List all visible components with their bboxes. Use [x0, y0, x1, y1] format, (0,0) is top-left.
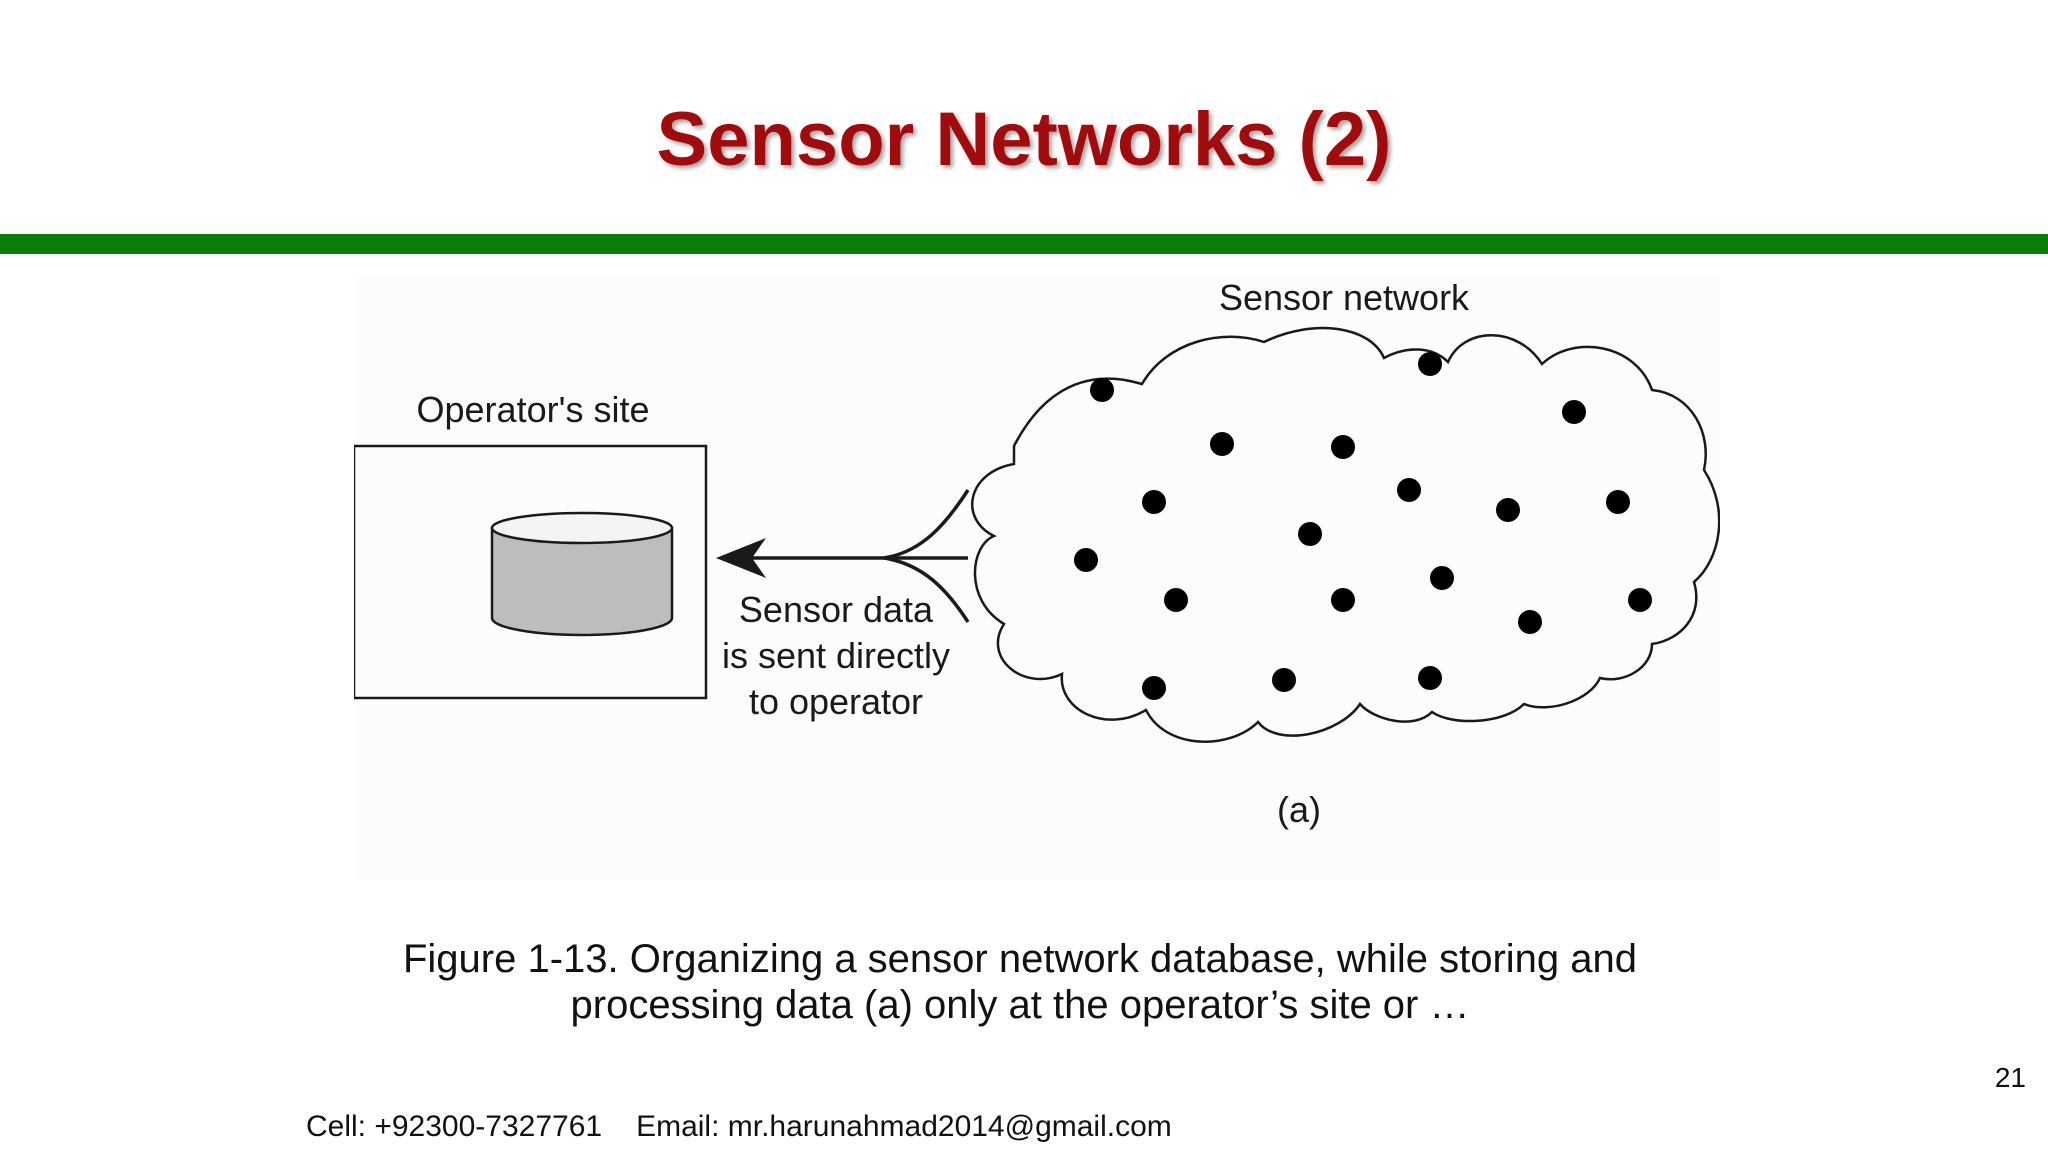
sensor-node: [1090, 378, 1114, 402]
footer-cell: Cell: +92300-7327761: [306, 1110, 603, 1143]
arrow-text-line-2: is sent directly: [722, 635, 950, 676]
page-number: 21: [1994, 1062, 2026, 1093]
slide-title: Sensor Networks (2): [656, 97, 1392, 182]
sensor-node: [1397, 478, 1421, 502]
title-divider-bar: [0, 234, 2048, 254]
sensor-node: [1628, 588, 1652, 612]
sensor-node: [1298, 522, 1322, 546]
figure-diagram: Sensor network Operator's site Sensor da…: [354, 277, 1720, 830]
sensor-node: [1331, 435, 1355, 459]
caption-line-2: processing data (a) only at the operator…: [570, 983, 1470, 1027]
sensor-node: [1418, 352, 1442, 376]
sensor-node: [1074, 548, 1098, 572]
sensor-node: [1331, 588, 1355, 612]
figure-sub-label: (a): [1277, 789, 1321, 830]
caption-line-1: Figure 1-13. Organizing a sensor network…: [402, 937, 1638, 981]
sensor-node: [1210, 432, 1234, 456]
footer-email: Email: mr.harunahmad2014@gmail.com: [636, 1110, 1172, 1143]
footer-contact: Cell: +92300-7327761 Email: mr.harunahmad…: [306, 1110, 1172, 1144]
operator-site-box: [354, 444, 708, 700]
database-icon: [490, 511, 674, 637]
sensor-node: [1606, 490, 1630, 514]
sensor-network-figure: Sensor network Operator's site Sensor da…: [354, 274, 1720, 880]
sensor-nodes: [1074, 352, 1652, 700]
operator-site-label: Operator's site: [417, 389, 650, 430]
sensor-network-cloud: [970, 326, 1720, 743]
arrow-text-line-1: Sensor data: [739, 589, 934, 630]
figure-caption: Figure 1-13. Organizing a sensor network…: [360, 936, 1680, 1028]
sensor-node: [1562, 400, 1586, 424]
sensor-node: [1272, 668, 1296, 692]
sensor-node: [1430, 566, 1454, 590]
sensor-node: [1496, 498, 1520, 522]
arrow-text-line-3: to operator: [749, 681, 923, 722]
sensor-node: [1518, 610, 1542, 634]
sensor-node: [1142, 490, 1166, 514]
sensor-node: [1418, 666, 1442, 690]
sensor-node: [1164, 588, 1188, 612]
sensor-network-label: Sensor network: [1219, 277, 1470, 318]
data-flow-arrow: [716, 489, 970, 623]
sensor-node: [1142, 676, 1166, 700]
